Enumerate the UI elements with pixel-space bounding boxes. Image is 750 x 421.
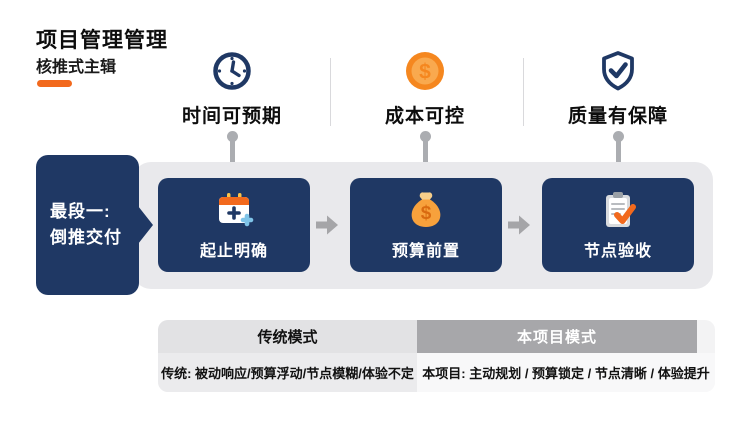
connector-step-2 bbox=[420, 131, 431, 166]
step-label-acceptance: 节点验收 bbox=[583, 243, 652, 260]
traditional-mode-header: 传统模式 bbox=[158, 320, 417, 353]
shield-check-icon bbox=[596, 50, 640, 92]
phase-box: 最段一: 倒推交付 bbox=[36, 155, 139, 295]
comparison-table: 传统模式 本项目模式 传统: 被动响应/预算浮动/节点模糊/体验不定 本项目: … bbox=[158, 320, 715, 392]
phase-box-pointer bbox=[138, 206, 153, 244]
dollar-coin-icon: $ bbox=[404, 50, 446, 92]
traditional-mode-cell: 传统: 被动响应/预算浮动/节点模糊/体验不定 bbox=[158, 353, 417, 392]
benefit-quality: 质量有保障 bbox=[533, 50, 703, 128]
svg-text:$: $ bbox=[419, 61, 431, 84]
benefit-cost: $ 成本可控 bbox=[340, 50, 510, 128]
page-subtitle: 核推式主辑 bbox=[36, 59, 117, 76]
clipboard-check-icon bbox=[597, 189, 639, 231]
benefit-time: 时间可预期 bbox=[147, 50, 317, 128]
benefit-label-time: 时间可预期 bbox=[181, 106, 282, 127]
arrow-right-icon bbox=[506, 212, 532, 238]
phase-title-line2: 倒推交付 bbox=[50, 228, 122, 247]
arrow-right-icon bbox=[314, 212, 340, 238]
svg-text:$: $ bbox=[421, 203, 432, 224]
divider-vertical-2 bbox=[523, 58, 524, 126]
step-card-start-end: 起止明确 bbox=[158, 178, 310, 272]
comparison-body-row: 传统: 被动响应/预算浮动/节点模糊/体验不定 本项目: 主动规划 / 预算锁定… bbox=[158, 353, 715, 392]
benefit-label-cost: 成本可控 bbox=[384, 106, 465, 127]
step-label-budget: 预算前置 bbox=[391, 243, 460, 260]
clock-icon bbox=[211, 50, 253, 92]
step-card-budget: $ 预算前置 bbox=[350, 178, 502, 272]
accent-underline bbox=[37, 80, 72, 87]
connector-step-3 bbox=[613, 131, 624, 166]
money-bag-icon: $ bbox=[405, 189, 447, 231]
step-label-start-end: 起止明确 bbox=[199, 243, 268, 260]
page-title: 项目管理管理 bbox=[36, 29, 168, 52]
benefit-label-quality: 质量有保障 bbox=[567, 106, 668, 127]
divider-vertical-1 bbox=[330, 58, 331, 126]
calendar-plus-icon bbox=[212, 189, 256, 231]
project-mode-cell: 本项目: 主动规划 / 预算锁定 / 节点清晰 / 体验提升 bbox=[417, 353, 715, 392]
connector-step-1 bbox=[227, 131, 238, 166]
comparison-header-row: 传统模式 本项目模式 bbox=[158, 320, 715, 353]
phase-title-line1: 最段一: bbox=[50, 201, 111, 221]
project-mode-header: 本项目模式 bbox=[417, 320, 697, 353]
step-card-acceptance: 节点验收 bbox=[542, 178, 694, 272]
